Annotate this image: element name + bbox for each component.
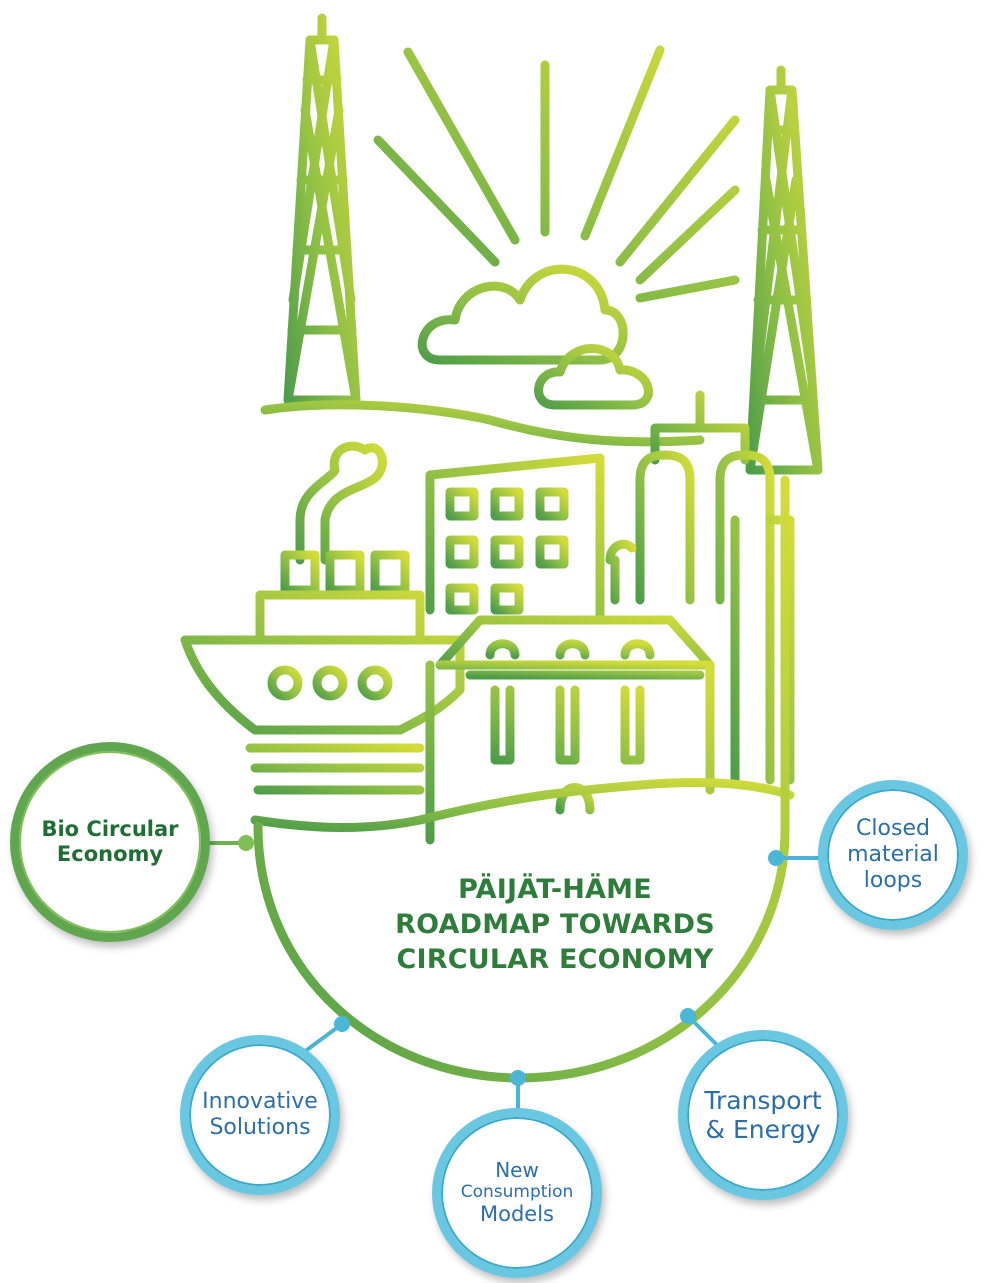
theme-label: loops bbox=[863, 867, 923, 893]
factory-icon bbox=[280, 441, 410, 595]
ground-wave bbox=[250, 777, 795, 832]
theme-label: New bbox=[495, 1157, 539, 1182]
manor-icon bbox=[425, 615, 715, 845]
theme-label: material bbox=[847, 842, 939, 868]
transmission-tower-icon-right bbox=[745, 65, 823, 475]
building-icon bbox=[425, 453, 605, 625]
title-line-3: CIRCULAR ECONOMY bbox=[396, 944, 714, 976]
theme-label: Bio Circular bbox=[41, 817, 179, 842]
ship-icon bbox=[180, 590, 465, 795]
theme-label: Innovative bbox=[202, 1089, 318, 1115]
theme-label: Consumption bbox=[460, 1182, 574, 1203]
theme-label: Closed bbox=[856, 816, 930, 842]
sun-icon bbox=[373, 45, 740, 303]
theme-innovative-solutions: Innovative Solutions bbox=[180, 1035, 340, 1195]
refinery-icon bbox=[605, 390, 795, 785]
theme-new-consumption-models: New Consumption Models bbox=[432, 1108, 602, 1278]
transmission-tower-icon-left bbox=[283, 13, 361, 405]
connector-dot-closed bbox=[768, 850, 784, 866]
connector-dot-innovative bbox=[334, 1016, 350, 1032]
theme-label: Transport bbox=[704, 1085, 822, 1115]
connector-dot-bio bbox=[238, 835, 254, 851]
theme-bio-circular-economy: Bio Circular Economy bbox=[10, 742, 210, 942]
title-line-2: ROADMAP TOWARDS bbox=[395, 909, 715, 941]
theme-label: Solutions bbox=[209, 1115, 311, 1140]
cloud-icon bbox=[417, 264, 653, 410]
theme-label: Models bbox=[480, 1202, 554, 1227]
theme-transport-energy: Transport & Energy bbox=[678, 1030, 848, 1200]
theme-label: Economy bbox=[56, 842, 164, 866]
title-line-1: PÄIJÄT-HÄME bbox=[458, 874, 652, 905]
roadmap-title: PÄIJÄT-HÄME ROADMAP TOWARDS CIRCULAR ECO… bbox=[320, 872, 790, 977]
connector-dot-transport bbox=[680, 1008, 696, 1024]
hill-line bbox=[260, 400, 705, 447]
theme-label: & Energy bbox=[705, 1115, 821, 1144]
theme-closed-material-loops: Closed material loops bbox=[818, 780, 968, 930]
connector-dot-consumption bbox=[510, 1070, 526, 1086]
